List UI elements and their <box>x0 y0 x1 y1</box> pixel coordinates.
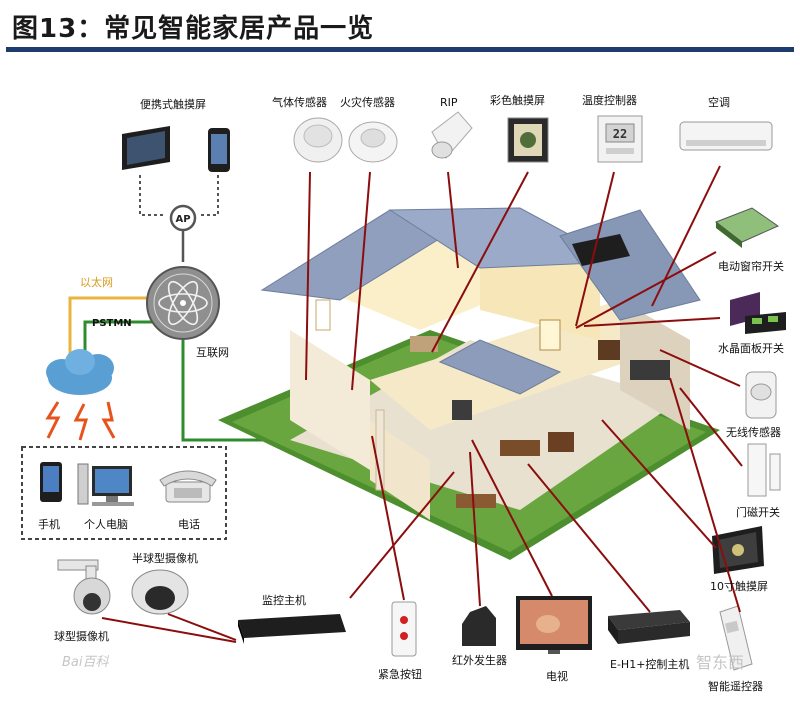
label-color-touchscreen: 彩色触摸屏 <box>490 93 545 107</box>
leader-line <box>349 471 455 599</box>
label-ball-camera: 球型摄像机 <box>54 629 109 643</box>
crystal-panel-switch-icon <box>730 292 786 334</box>
house-illustration <box>218 207 720 560</box>
e-h1-host-icon <box>608 610 690 644</box>
leader-line <box>669 377 741 613</box>
devices-box <box>21 446 227 540</box>
label-wireless-sensor: 无线传感器 <box>726 425 781 439</box>
smart-remote-icon <box>719 605 753 671</box>
emergency-button-icon <box>391 601 417 657</box>
leader-line <box>305 171 311 381</box>
ap-link-dotted <box>139 175 165 216</box>
label-smart-remote: 智能遥控器 <box>708 679 763 693</box>
leader-line <box>471 439 553 597</box>
pstmn-line <box>83 320 158 355</box>
leader-line <box>575 251 717 329</box>
label-portable-touchscreen: 便携式触摸屏 <box>140 97 206 111</box>
label-monitor-host: 监控主机 <box>262 593 306 607</box>
leader-line <box>527 463 651 613</box>
telephone-icon <box>159 470 217 503</box>
leader-line <box>351 171 371 391</box>
leader-line <box>583 317 721 327</box>
door-magnet-switch-icon <box>747 443 781 497</box>
label-dome-camera: 半球型摄像机 <box>132 551 198 565</box>
rip-sensor-icon <box>431 111 473 159</box>
internet-globe-icon <box>146 266 220 340</box>
leader-line <box>431 171 529 353</box>
leader-line <box>575 171 615 327</box>
watermark-baidu: Bai百科 <box>62 655 109 670</box>
watermark-zhidongxi: 智东西 <box>696 653 744 672</box>
ap-node <box>169 204 197 232</box>
leader-line <box>101 617 237 643</box>
leader-line <box>679 387 743 467</box>
color-touchscreen-icon <box>507 117 549 163</box>
figure-title: 图13：常见智能家居产品一览 <box>12 14 375 44</box>
label-temp-controller: 温度控制器 <box>582 93 637 107</box>
leader-lines <box>101 165 743 643</box>
temp-display: 22 <box>613 127 627 141</box>
title-rule <box>6 47 794 52</box>
label-fire-sensor: 火灾传感器 <box>340 95 395 109</box>
label-internet: 互联网 <box>196 346 229 359</box>
fire-sensor-icon <box>348 121 398 163</box>
air-conditioner-icon <box>679 121 773 151</box>
wireless-sensor-icon <box>745 371 777 419</box>
label-emergency-button: 紧急按钮 <box>378 667 422 681</box>
phone-icon <box>40 462 62 502</box>
tv-icon <box>516 596 592 654</box>
smartphone-icon <box>208 128 230 172</box>
ap-label: AP <box>175 214 190 225</box>
ethernet-line <box>68 296 160 355</box>
leader-line <box>371 435 405 601</box>
tablet-icon <box>122 126 170 170</box>
cloud-icon <box>46 349 114 395</box>
label-phone: 手机 <box>38 517 60 531</box>
label-touchscreen-10: 10寸触摸屏 <box>710 579 768 593</box>
label-air-conditioner: 空调 <box>708 95 730 109</box>
dome-camera-icon <box>131 569 189 615</box>
leader-line <box>469 451 481 607</box>
label-ir-emitter: 红外发生器 <box>452 653 507 667</box>
label-e-h1-host: E-H1+控制主机 <box>610 657 689 671</box>
lightning-icon <box>45 401 61 439</box>
monitor-host-icon <box>238 614 346 644</box>
label-tv: 电视 <box>546 669 568 683</box>
label-curtain-switch: 电动窗帘开关 <box>718 259 784 273</box>
label-rip: RIP <box>440 96 458 109</box>
label-pstmn: PSTMN <box>92 318 132 329</box>
lightning-icon <box>73 403 89 441</box>
ap-link-dotted-2 <box>200 175 219 216</box>
leader-line <box>167 613 237 641</box>
lightning-icon <box>101 401 116 439</box>
touchscreen-10-icon <box>712 526 764 574</box>
label-gas-sensor: 气体传感器 <box>272 95 327 109</box>
temperature-controller-icon: 22 <box>597 115 643 163</box>
label-pc: 个人电脑 <box>84 518 128 531</box>
curtain-switch-icon <box>714 207 780 248</box>
label-ethernet: 以太网 <box>80 276 113 289</box>
pc-icon <box>77 463 134 506</box>
leader-line <box>651 165 721 307</box>
leader-line <box>601 419 717 549</box>
label-telephone: 电话 <box>178 518 200 531</box>
label-crystal-panel-switch: 水晶面板开关 <box>718 341 784 355</box>
label-door-magnet-switch: 门磁开关 <box>736 505 780 519</box>
ir-emitter-icon <box>462 606 496 646</box>
gas-sensor-icon <box>293 117 343 163</box>
leader-line <box>659 349 741 387</box>
ball-camera-icon <box>57 559 111 615</box>
leader-line <box>447 171 459 269</box>
